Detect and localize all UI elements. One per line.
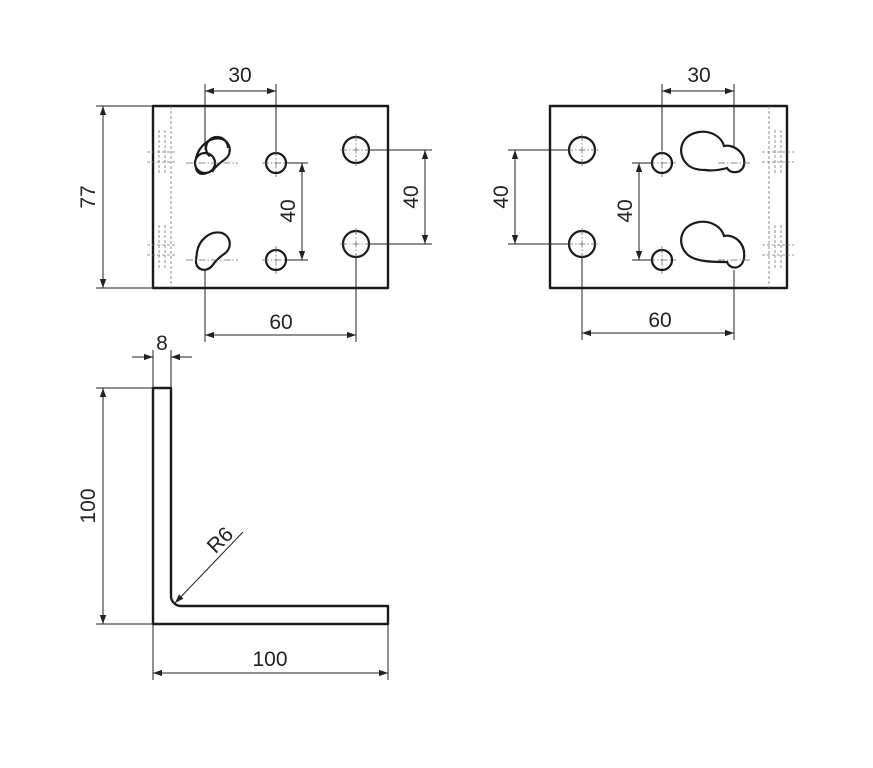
keyhole-slot-lower: [194, 231, 231, 271]
angle-profile: [151, 386, 390, 626]
front-dim-77: 77: [77, 185, 100, 208]
front-view: 30 77 40 40 60: [77, 64, 432, 342]
rear-plate-outline: [548, 104, 789, 290]
side-dim-r6: R6: [203, 523, 238, 558]
side-view: 8 100 100 R6: [77, 332, 390, 680]
rear-dim-60: 60: [648, 309, 671, 332]
rear-view: 30 40 40 60: [490, 64, 794, 340]
front-dim-40-inner: 40: [277, 199, 300, 222]
rear-dim-40-left: 40: [490, 185, 513, 208]
rear-keyhole-slot-upper: [680, 130, 746, 174]
front-dim-60: 60: [269, 311, 292, 334]
front-plate-outline: [151, 104, 390, 290]
front-dim-40-right: 40: [400, 185, 423, 208]
radius-leader: [174, 531, 244, 604]
keyhole-slot-upper: [193, 135, 231, 176]
front-dim-30: 30: [228, 64, 251, 87]
rear-dim-40-inner: 40: [614, 199, 637, 222]
side-dim-100-vertical: 100: [77, 488, 100, 523]
side-dim-8: 8: [156, 332, 168, 355]
side-dim-100-horizontal: 100: [252, 648, 287, 671]
rear-keyhole-slot-lower: [680, 220, 746, 269]
rear-dim-30: 30: [687, 64, 710, 87]
